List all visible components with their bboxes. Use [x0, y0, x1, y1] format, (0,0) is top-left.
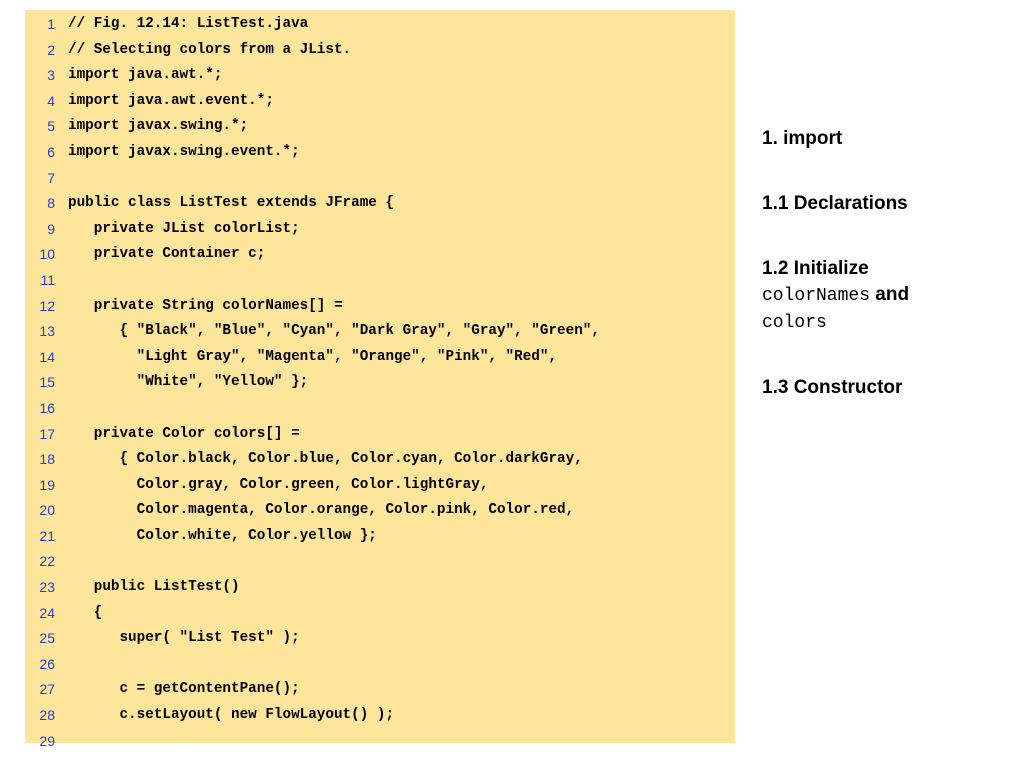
- line-number: 27: [39, 681, 55, 698]
- code-text: private Container c;: [68, 246, 266, 263]
- code-text: import java.awt.*;: [68, 67, 223, 84]
- code-line: 10 private Container c;: [25, 242, 735, 268]
- note-initialize-prefix: 1.2 Initialize: [762, 258, 869, 279]
- code-line: 20 Color.magenta, Color.orange, Color.pi…: [25, 498, 735, 524]
- note-constructor: 1.3 Constructor: [762, 377, 903, 398]
- code-line: 3 import java.awt.*;: [25, 63, 735, 89]
- line-number: 8: [47, 195, 55, 212]
- code-text: c.setLayout( new FlowLayout() );: [68, 707, 395, 724]
- code-text: // Fig. 12.14: ListTest.java: [68, 16, 309, 32]
- line-number: 16: [39, 399, 55, 416]
- line-number: 26: [39, 655, 55, 672]
- code-line: 14 "Light Gray", "Magenta", "Orange", "P…: [25, 345, 735, 371]
- code-text: private String colorNames[] =: [68, 297, 343, 314]
- line-number: 25: [39, 630, 55, 647]
- line-number: 28: [39, 707, 55, 724]
- code-text: {: [68, 604, 103, 621]
- code-line: 12 private String colorNames[] =: [25, 294, 735, 320]
- line-number: 18: [39, 451, 55, 468]
- code-line: 5 import javax.swing.*;: [25, 114, 735, 140]
- code-text: { "Black", "Blue", "Cyan", "Dark Gray", …: [68, 323, 600, 340]
- code-line: 9 private JList colorList;: [25, 217, 735, 243]
- line-number: 29: [39, 732, 55, 749]
- line-number: 22: [39, 553, 55, 570]
- outline-notes: 1. import 1.1 Declarations 1.2 Initializ…: [762, 126, 1012, 440]
- note-declarations: 1.1 Declarations: [762, 193, 908, 214]
- code-line: 11: [25, 268, 735, 294]
- line-number: 17: [39, 425, 55, 442]
- code-text: c = getContentPane();: [68, 681, 300, 698]
- line-number: 2: [47, 41, 55, 58]
- code-text: import java.awt.event.*;: [68, 92, 274, 109]
- code-text: Color.gray, Color.green, Color.lightGray…: [68, 476, 489, 493]
- code-listing-panel: 1 // Fig. 12.14: ListTest.java 2 // Select…: [25, 10, 735, 749]
- note-initialize-code-colornames: colorNames: [762, 286, 871, 306]
- note-initialize-code-colors: colors: [762, 313, 827, 333]
- line-number: 4: [47, 92, 55, 109]
- note-initialize-joiner: and: [870, 284, 910, 305]
- code-line: 24 {: [25, 601, 735, 627]
- code-text: "White", "Yellow" };: [68, 374, 309, 391]
- line-number: 14: [39, 348, 55, 365]
- line-number: 20: [39, 502, 55, 519]
- code-line: 27 c = getContentPane();: [25, 677, 735, 703]
- code-line: 21 Color.white, Color.yellow };: [25, 524, 735, 550]
- line-number: 5: [47, 118, 55, 135]
- code-line: 6 import javax.swing.event.*;: [25, 140, 735, 166]
- line-number: 1: [47, 16, 55, 32]
- line-number: 10: [39, 246, 55, 263]
- line-number: 19: [39, 476, 55, 493]
- line-number: 12: [39, 297, 55, 314]
- code-line: 13 { "Black", "Blue", "Cyan", "Dark Gray…: [25, 319, 735, 345]
- line-number: 21: [39, 527, 55, 544]
- code-line: 23 public ListTest(): [25, 575, 735, 601]
- code-text: private Color colors[] =: [68, 425, 300, 442]
- code-text: Color.white, Color.yellow };: [68, 527, 377, 544]
- note-import: 1. import: [762, 128, 843, 149]
- code-line: 26: [25, 652, 735, 678]
- line-number: 6: [47, 143, 55, 160]
- code-line: 4 import java.awt.event.*;: [25, 89, 735, 115]
- code-text: super( "List Test" );: [68, 630, 300, 647]
- line-number: 23: [39, 579, 55, 596]
- code-text: // Selecting colors from a JList.: [68, 41, 352, 58]
- code-line: 8 public class ListTest extends JFrame {: [25, 191, 735, 217]
- code-text: "Light Gray", "Magenta", "Orange", "Pink…: [68, 348, 558, 365]
- code-line: 19 Color.gray, Color.green, Color.lightG…: [25, 473, 735, 499]
- code-text: import javax.swing.event.*;: [68, 143, 300, 160]
- code-line: 28 c.setLayout( new FlowLayout() );: [25, 703, 735, 729]
- line-number: 11: [40, 271, 55, 288]
- line-number: 15: [39, 374, 55, 391]
- code-line: 22: [25, 549, 735, 575]
- code-text: public ListTest(): [68, 579, 240, 596]
- code-text: { Color.black, Color.blue, Color.cyan, C…: [68, 451, 583, 468]
- code-text: Color.magenta, Color.orange, Color.pink,…: [68, 502, 575, 519]
- code-line: 25 super( "List Test" );: [25, 626, 735, 652]
- code-text: public class ListTest extends JFrame {: [68, 195, 395, 212]
- code-line: 29: [25, 729, 735, 755]
- line-number: 7: [47, 169, 55, 186]
- note-initialize: 1.2 Initialize colorNames and colors: [762, 256, 1012, 336]
- code-line: 17 private Color colors[] =: [25, 422, 735, 448]
- code-text: import javax.swing.*;: [68, 118, 249, 135]
- code-line: 15 "White", "Yellow" };: [25, 370, 735, 396]
- code-line: 2 // Selecting colors from a JList.: [25, 38, 735, 64]
- line-number: 13: [39, 323, 55, 340]
- code-line: 1 // Fig. 12.14: ListTest.java: [25, 12, 735, 38]
- code-line: 16: [25, 396, 735, 422]
- line-number: 24: [39, 604, 55, 621]
- code-line: 7: [25, 166, 735, 192]
- code-text: private JList colorList;: [68, 220, 300, 237]
- line-number: 9: [47, 220, 55, 237]
- line-number: 3: [47, 67, 55, 84]
- code-line: 18 { Color.black, Color.blue, Color.cyan…: [25, 447, 735, 473]
